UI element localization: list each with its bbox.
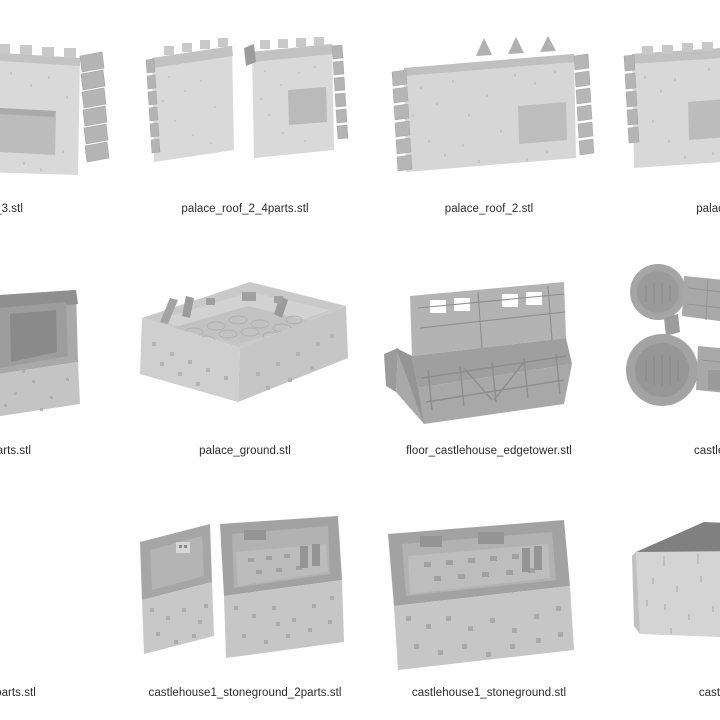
- grid-item-label: castlehouse1_stoneground_2parts.stl: [148, 687, 342, 699]
- grid-item-label: d_2parts.stl: [0, 445, 32, 457]
- grid-item-castlehouse1-roof-2parts[interactable]: oof_2parts.stl: [0, 494, 122, 720]
- grid-item-palace-roof-1[interactable]: palace_roof_1: [612, 10, 720, 252]
- castlehouse1-stoneground-2parts-thumbnail[interactable]: [124, 494, 366, 684]
- grid-item-castlehouse1-stoneground-2parts[interactable]: castlehouse1_stoneground_2parts.stl: [124, 494, 366, 720]
- grid-item-label: palace_roof_1: [696, 203, 720, 215]
- grid-item-palace-roof-2[interactable]: palace_roof_2.stl: [368, 10, 610, 252]
- grid-item-castlehouse1-stoneground[interactable]: castlehouse1_stoneground.stl: [368, 494, 610, 720]
- grid-item-label: palace_ground.stl: [199, 445, 291, 457]
- castlehouse1-stoneground-thumbnail[interactable]: [368, 494, 610, 684]
- grid-item-label: castlekeep_top: [693, 445, 720, 457]
- grid-item-castlehouse1-roof[interactable]: castlehouse1: [612, 494, 720, 720]
- grid-item-palace-roof-3[interactable]: oof_3.stl: [0, 10, 122, 252]
- palace-roof-3-thumbnail[interactable]: [0, 10, 122, 200]
- grid-item-palace-ground-2parts[interactable]: d_2parts.stl: [0, 252, 122, 494]
- grid-item-label: oof_2parts.stl: [0, 687, 36, 699]
- castlehouse1-roof-thumbnail[interactable]: [612, 494, 720, 684]
- grid-item-label: castlehouse1: [698, 687, 720, 699]
- grid-item-label: palace_roof_2_4parts.stl: [181, 203, 309, 215]
- grid-item-label: oof_3.stl: [0, 203, 23, 215]
- grid-item-floor-castlehouse-edgetower[interactable]: floor_castlehouse_edgetower.stl: [368, 252, 610, 494]
- floor-castlehouse-edgetower-thumbnail[interactable]: [368, 252, 610, 442]
- castlekeep-top-thumbnail[interactable]: [612, 252, 720, 442]
- palace-ground-2parts-thumbnail[interactable]: [0, 252, 122, 442]
- grid-item-label: castlehouse1_stoneground.stl: [411, 687, 567, 699]
- palace-ground-thumbnail[interactable]: [124, 252, 366, 442]
- grid-item-palace-roof-2-4parts[interactable]: palace_roof_2_4parts.stl: [124, 10, 366, 252]
- grid-item-castlekeep-top[interactable]: castlekeep_top: [612, 252, 720, 494]
- palace-roof-1-thumbnail[interactable]: [612, 10, 720, 200]
- palace-roof-2-thumbnail[interactable]: [368, 10, 610, 200]
- grid-item-palace-ground[interactable]: palace_ground.stl: [124, 252, 366, 494]
- castlehouse1-roof-2parts-thumbnail[interactable]: [0, 494, 122, 684]
- grid-item-label: floor_castlehouse_edgetower.stl: [406, 445, 572, 457]
- grid-item-label: palace_roof_2.stl: [444, 203, 534, 215]
- palace-roof-2-4parts-thumbnail[interactable]: [124, 10, 366, 200]
